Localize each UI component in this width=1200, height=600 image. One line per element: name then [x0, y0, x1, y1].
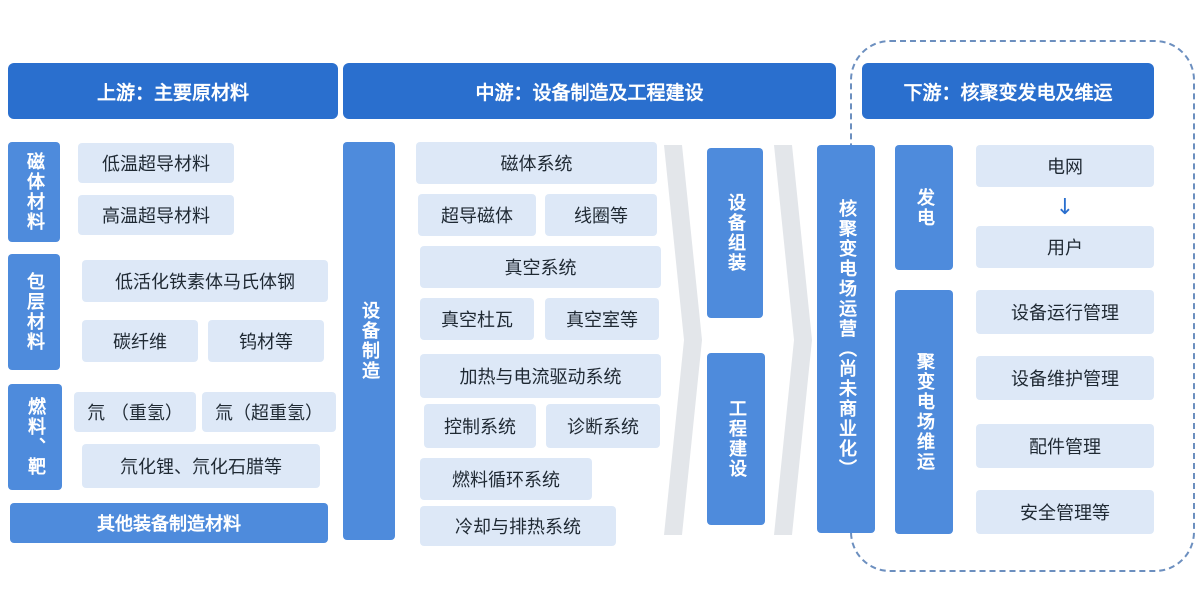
fusion-plant-operation: 核聚变电场运营（尚未商业化）	[817, 145, 875, 533]
heating-drive-system: 加热与电流驱动系统	[420, 354, 661, 398]
lithium-deuteride: 氘化锂、氘化石腊等	[82, 444, 320, 488]
plant-maintenance-category: 聚变电场维运	[895, 290, 953, 534]
tritium: 氚（超重氢）	[202, 392, 336, 432]
upstream-header: 上游：主要原材料	[8, 63, 338, 119]
coils: 线圈等	[545, 194, 657, 236]
equipment-manufacturing-category: 设备制造	[343, 142, 395, 540]
tungsten: 钨材等	[208, 320, 324, 362]
users: 用户	[976, 226, 1154, 268]
carbon-fiber: 碳纤维	[82, 320, 198, 362]
chevron-right-icon	[774, 145, 812, 535]
fuel-target-category: 燃料、靶	[8, 384, 62, 490]
blanket-materials-category: 包层材料	[8, 254, 60, 370]
fuel-cycle-system: 燃料循环系统	[420, 458, 592, 500]
equipment-maintenance-management: 设备维护管理	[976, 356, 1154, 400]
title-strip	[0, 0, 1200, 40]
power-grid: 电网	[976, 145, 1154, 187]
magnet-materials-category: 磁体材料	[8, 142, 60, 242]
deuterium: 氘 （重氢）	[74, 392, 196, 432]
rafm-steel: 低活化铁素体马氏体钢	[82, 260, 328, 302]
vacuum-system: 真空系统	[420, 246, 661, 288]
engineering-construction: 工程建设	[707, 353, 765, 525]
parts-management: 配件管理	[976, 424, 1154, 468]
cooling-system: 冷却与排热系统	[420, 506, 616, 546]
safety-management: 安全管理等	[976, 490, 1154, 534]
diagnostic-system: 诊断系统	[546, 404, 660, 448]
superconducting-magnet: 超导磁体	[418, 194, 536, 236]
vacuum-dewar: 真空杜瓦	[420, 298, 534, 340]
down-arrow-icon: ↓	[1055, 194, 1075, 220]
low-temp-superconductor: 低温超导材料	[78, 143, 234, 183]
control-system: 控制系统	[424, 404, 536, 448]
magnet-system: 磁体系统	[416, 142, 657, 184]
equipment-operation-management: 设备运行管理	[976, 290, 1154, 334]
high-temp-superconductor: 高温超导材料	[78, 195, 234, 235]
midstream-header: 中游：设备制造及工程建设	[343, 63, 836, 119]
other-materials: 其他装备制造材料	[10, 503, 328, 543]
downstream-header: 下游：核聚变发电及维运	[862, 63, 1154, 119]
vacuum-chamber: 真空室等	[545, 298, 659, 340]
power-generation-category: 发电	[895, 145, 953, 270]
equipment-assembly: 设备组装	[707, 148, 763, 318]
chevron-right-icon	[664, 145, 702, 535]
